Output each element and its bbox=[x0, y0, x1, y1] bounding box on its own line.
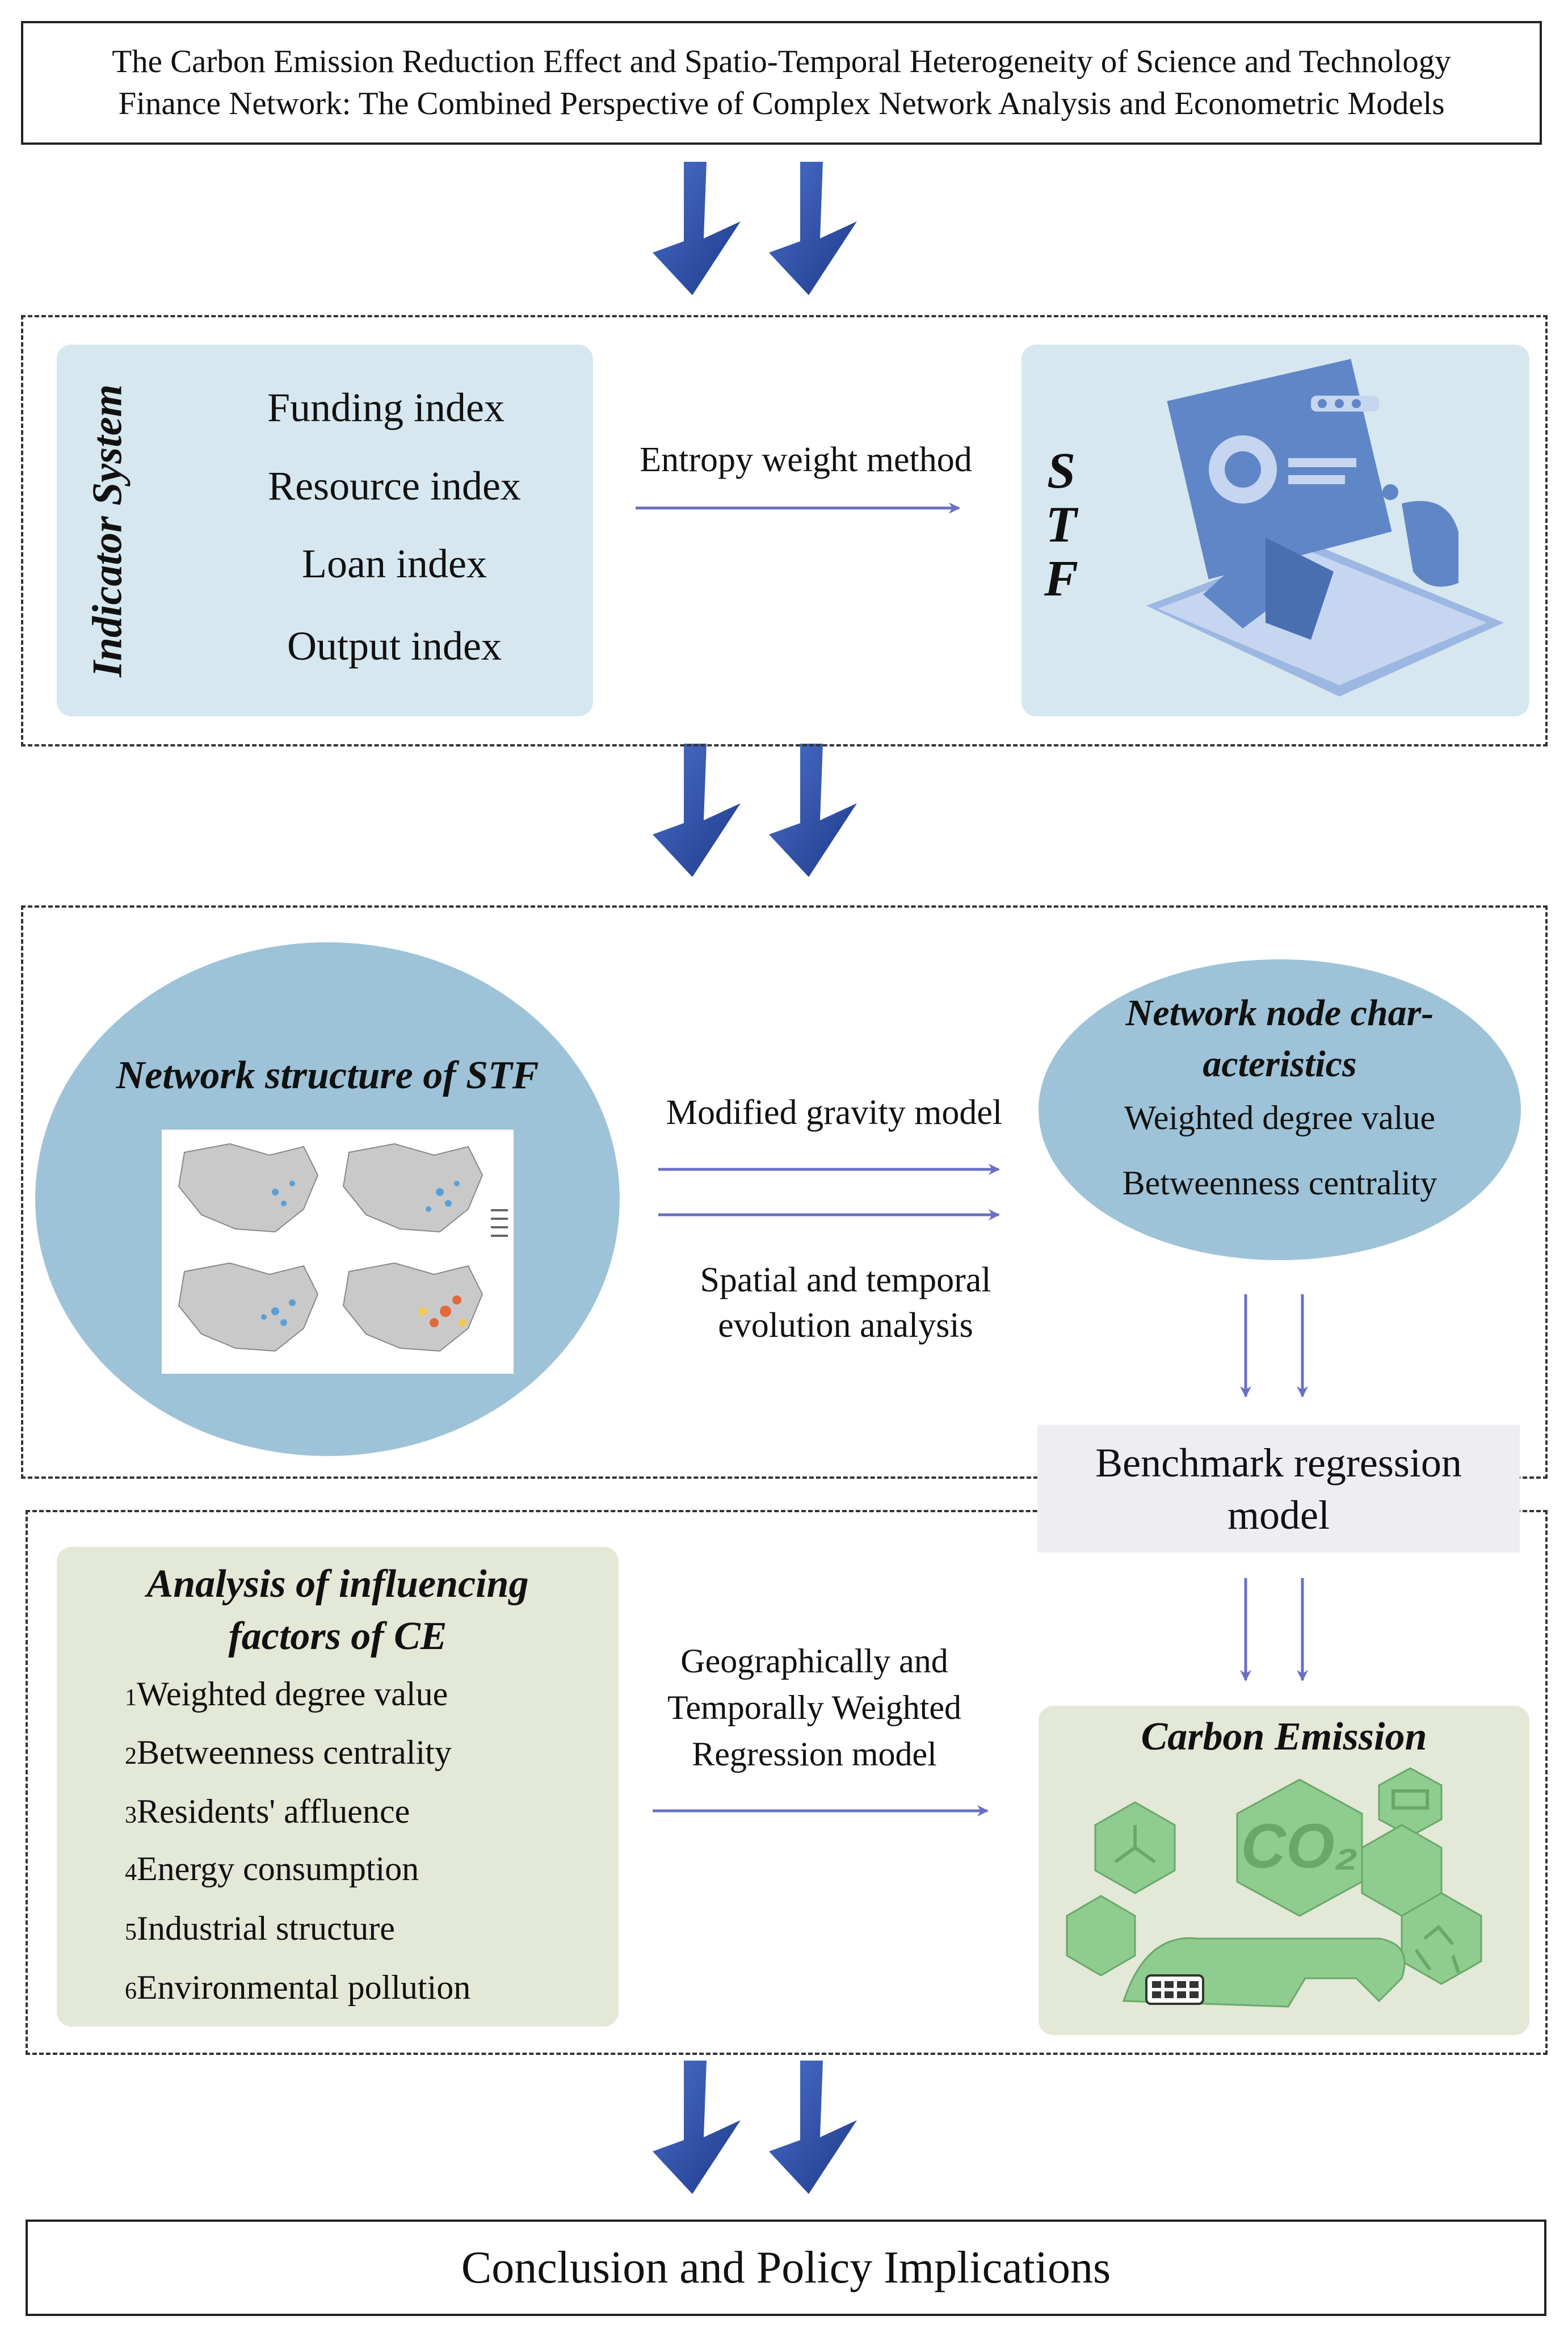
section-indicator bbox=[21, 315, 1548, 746]
big-arrow-group-1 bbox=[653, 162, 857, 295]
benchmark-box: Benchmark regression model bbox=[1037, 1425, 1520, 1553]
factor-item: 5Industrial structure bbox=[125, 1910, 395, 1947]
china-maps-image bbox=[162, 1130, 514, 1374]
node-characteristics-title: Network node char- bbox=[1125, 992, 1434, 1034]
title-line-2: Finance Network: The Combined Perspectiv… bbox=[118, 86, 1445, 121]
big-arrow-icon bbox=[769, 2061, 857, 2194]
co2-label: CO₂ bbox=[1241, 1811, 1359, 1881]
gtwr-line: Geographically and bbox=[680, 1642, 948, 1680]
gtwr-line: Temporally Weighted bbox=[667, 1689, 962, 1726]
finance-computer-icon bbox=[1146, 359, 1504, 697]
stf-panel: S T F bbox=[1021, 345, 1529, 716]
stf-letter: S bbox=[1046, 443, 1076, 499]
node-characteristics-title: acteristics bbox=[1203, 1043, 1357, 1085]
big-arrow-icon bbox=[653, 744, 741, 877]
influencing-factors-title: factors of CE bbox=[228, 1614, 447, 1658]
stf-letter: F bbox=[1044, 551, 1079, 607]
big-arrow-group-2 bbox=[653, 744, 857, 877]
indicator-item: Loan index bbox=[302, 541, 487, 586]
spatial-analysis-line: Spatial and temporal bbox=[700, 1261, 991, 1299]
factor-item: 2Betweenness centrality bbox=[125, 1734, 452, 1771]
spatial-analysis-line: evolution analysis bbox=[718, 1306, 973, 1345]
big-arrow-group-3 bbox=[653, 2061, 857, 2194]
big-arrow-icon bbox=[769, 744, 857, 877]
factor-item: 3Residents' affluence bbox=[125, 1793, 410, 1830]
indicator-item: Funding index bbox=[267, 385, 505, 430]
indicator-system-label: Indicator System bbox=[84, 384, 131, 677]
factor-item: 6Environmental pollution bbox=[125, 1969, 471, 2006]
network-structure-title: Network structure of STF bbox=[116, 1054, 539, 1097]
node-item: Weighted degree value bbox=[1124, 1099, 1436, 1136]
carbon-emission-title: Carbon Emission bbox=[1141, 1715, 1427, 1759]
node-characteristics-ellipse bbox=[1039, 959, 1521, 1260]
influencing-factors-panel: Analysis of influencing factors of CE 1W… bbox=[57, 1547, 619, 2027]
stf-letter: T bbox=[1045, 497, 1077, 553]
indicator-panel: Indicator System Funding index Resource … bbox=[57, 345, 593, 716]
indicator-item: Output index bbox=[287, 623, 502, 669]
carbon-emission-panel: Carbon Emission CO₂ bbox=[1039, 1706, 1529, 2035]
conclusion-box: Conclusion and Policy Implications bbox=[26, 2220, 1546, 2316]
factor-item: 1Weighted degree value bbox=[125, 1675, 448, 1713]
big-arrow-icon bbox=[653, 162, 741, 295]
influencing-factors-title: Analysis of influencing bbox=[146, 1562, 529, 1606]
big-arrow-icon bbox=[769, 162, 857, 295]
entropy-method-label: Entropy weight method bbox=[640, 440, 972, 479]
factor-item: 4Energy consumption bbox=[125, 1850, 419, 1887]
section-carbon bbox=[26, 1510, 1548, 2055]
title-box: The Carbon Emission Reduction Effect and… bbox=[21, 21, 1542, 145]
big-arrow-icon bbox=[653, 2061, 741, 2194]
gtwr-line: Regression model bbox=[692, 1735, 937, 1773]
indicator-item: Resource index bbox=[268, 463, 521, 509]
section-network bbox=[21, 905, 1548, 1479]
gravity-model-label: Modified gravity model bbox=[666, 1093, 1003, 1132]
benchmark-line: Benchmark regression bbox=[1095, 1440, 1462, 1486]
title-line-1: The Carbon Emission Reduction Effect and… bbox=[112, 44, 1451, 79]
node-item: Betweenness centrality bbox=[1122, 1164, 1437, 1202]
benchmark-line: model bbox=[1228, 1492, 1330, 1538]
co2-hexagon-icon: CO₂ bbox=[1066, 1767, 1482, 2008]
